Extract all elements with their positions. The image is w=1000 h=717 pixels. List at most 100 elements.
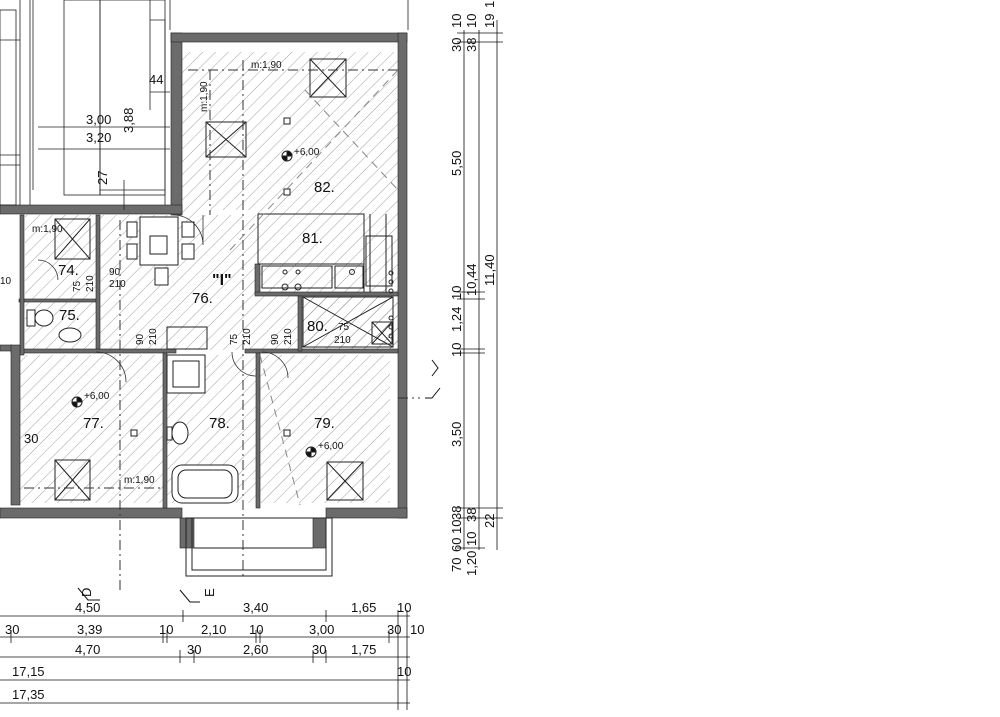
bd-r4-0: 17,15 [12,664,45,679]
rd-c2-2: 1,24 [449,307,464,332]
rd-c1b-1: 60 [449,538,464,552]
bd-r1-2: 1,65 [351,600,376,615]
room-78-label: 78. [209,415,230,432]
opening-78a: 75 [229,333,240,345]
opening-79b: 210 [283,328,294,345]
rd-c2-3: 10 [449,343,464,357]
opening-78b: 210 [242,328,253,345]
room-82-label: 82. [314,179,335,196]
stair-dimensions: 3,00 3,20 3,88 44 27 [86,72,163,185]
height-lines [24,60,420,590]
opening-74d: 210 [109,279,126,290]
bd-r2-2: 10 [159,622,173,637]
stair-3-00: 3,00 [86,112,111,127]
kitchen-fixtures [257,213,393,292]
room-labels: 82. 81. 76. 74. 75. 80. 77. 78. 79. "I" [58,179,335,432]
bd-r3-3: 30 [312,642,326,657]
axis-d-label: D [79,588,94,597]
bd-r3-2: 2,60 [243,642,268,657]
room-75-label: 75. [59,307,80,324]
vent-markers [130,117,291,437]
utility-fixtures [302,270,394,348]
walls [0,32,408,549]
left-edge-dimensions: 30 10 [0,276,38,446]
room-79-label: 79. [314,415,335,432]
right-dimension-lines [457,20,503,550]
bd-r4-1: 10 [397,664,411,679]
door-swings [37,214,289,383]
stairwell [0,0,409,210]
bottom-dimension-lines [0,610,410,710]
bd-r1-1: 3,40 [243,600,268,615]
right-dimension-texts: 30 10 38 10 19 1, 5,50 10 1,24 10 3,50 1… [449,0,497,576]
height-left: m:1,90 [32,224,63,235]
rd-c1-3: 10 [464,14,479,28]
hatched-floors [20,52,398,503]
rd-c1b-2: 10 [449,520,464,534]
bd-r3-0: 4,70 [75,642,100,657]
opening-74b: 210 [85,275,96,292]
rd-c1-4: 19 [482,14,497,28]
apartment-mark: "I" [212,272,232,289]
rd-c1b-3: 38 [449,506,464,520]
bd-r2-7: 10 [410,622,424,637]
rd-c1b-0: 70 [449,558,464,572]
rd-c1-0: 30 [449,38,464,52]
bd-r1-0: 4,50 [75,600,100,615]
bd-r2-3: 2,10 [201,622,226,637]
opening-80a: 75 [338,322,350,333]
diagonal-guides [229,69,399,506]
bd-r3-1: 30 [187,642,201,657]
bd-r1-3: 10 [397,600,411,615]
height-left-top: m:1,90 [199,81,210,112]
stair-44: 44 [149,72,163,87]
rd-c3-0: 10,44 [464,263,479,296]
rd-c2b-0: 1,20 [464,551,479,576]
rd-c2-0: 5,50 [449,151,464,176]
rd-c2b-2: 38 [464,508,479,522]
bd-r2-5: 3,00 [309,622,334,637]
bd-r5-0: 17,35 [12,687,45,702]
wc-fixtures [26,309,82,343]
opening-74a: 75 [72,280,83,292]
bd-r2-1: 3,39 [77,622,102,637]
bd-r2-6: 30 [387,622,401,637]
opening-77a: 90 [135,333,146,345]
balcony [185,517,333,577]
room-81-label: 81. [302,230,323,247]
left-10: 10 [0,276,12,287]
bd-r2-4: 10 [249,622,263,637]
level-markers [71,150,317,458]
opening-77b: 210 [148,328,159,345]
height-77: m:1,90 [124,475,155,486]
opening-80b: 210 [334,335,351,346]
level-79: +6,00 [318,441,344,452]
dining-set [126,216,195,286]
bd-r3-4: 1,75 [351,642,376,657]
level-77: +6,00 [84,391,110,402]
opening-labels: 75 210 90 210 90 210 75 210 90 210 75 21… [72,267,351,346]
rd-c2-1: 10 [449,286,464,300]
rd-c2b-1: 10 [464,532,479,546]
axis-labels: D E [79,588,217,597]
left-30: 30 [24,431,38,446]
axis-markers [77,359,441,603]
level-labels: +6,00 +6,00 +6,00 [84,147,344,452]
room-74-label: 74. [58,262,79,279]
rd-c2-4: 3,50 [449,422,464,447]
stair-3-88: 3,88 [121,108,136,133]
height-top: m:1,90 [251,60,282,71]
bathroom-fixtures [166,326,239,504]
bottom-dimension-texts: 4,50 3,40 1,65 10 30 3,39 10 2,10 10 3,0… [5,600,424,702]
rd-c1-1: 10 [449,14,464,28]
skylights [54,58,364,501]
axis-e-label: E [202,588,217,597]
room-76-label: 76. [192,290,213,307]
rd-c1-2: 38 [464,38,479,52]
stair-27: 27 [95,171,110,185]
height-labels: m:1,90 m:1,90 m:1,90 m:1,90 [32,60,282,486]
rd-c3b-0: 22 [482,514,497,528]
level-82: +6,00 [294,147,320,158]
opening-79a: 90 [270,333,281,345]
